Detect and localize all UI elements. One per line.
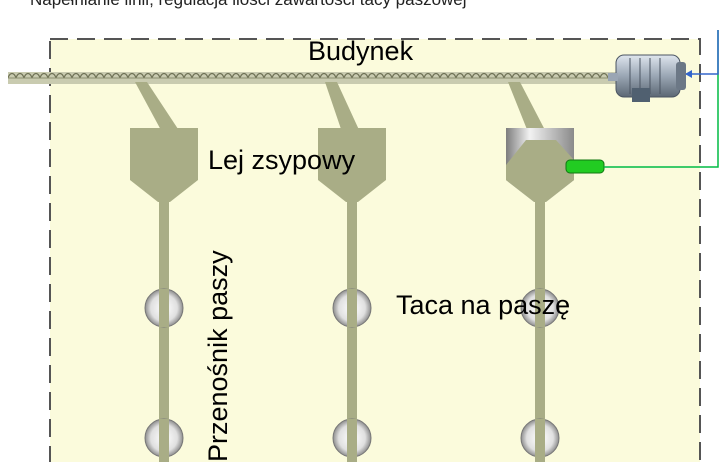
level-sensor — [565, 159, 605, 174]
signal-lines — [604, 30, 719, 168]
caption: Napełnianie linii; regulacja ilości zawa… — [0, 0, 728, 10]
tray-label: Taca na paszę — [396, 290, 571, 320]
hopper-1 — [130, 128, 198, 202]
tray-tube-overlay-1 — [159, 289, 545, 327]
building-label: Budynek — [308, 36, 414, 66]
motor-icon — [608, 54, 686, 102]
hopper-2 — [318, 128, 386, 202]
conveyor-label: Przenośnik paszy — [203, 250, 233, 462]
feed-tubes — [159, 200, 545, 462]
tray-tube-overlay-2 — [159, 419, 545, 462]
hopper-3 — [506, 128, 574, 202]
hopper-label: Lej zsypowy — [208, 145, 356, 175]
drop-pipes — [135, 82, 546, 132]
auger-line — [8, 72, 630, 84]
